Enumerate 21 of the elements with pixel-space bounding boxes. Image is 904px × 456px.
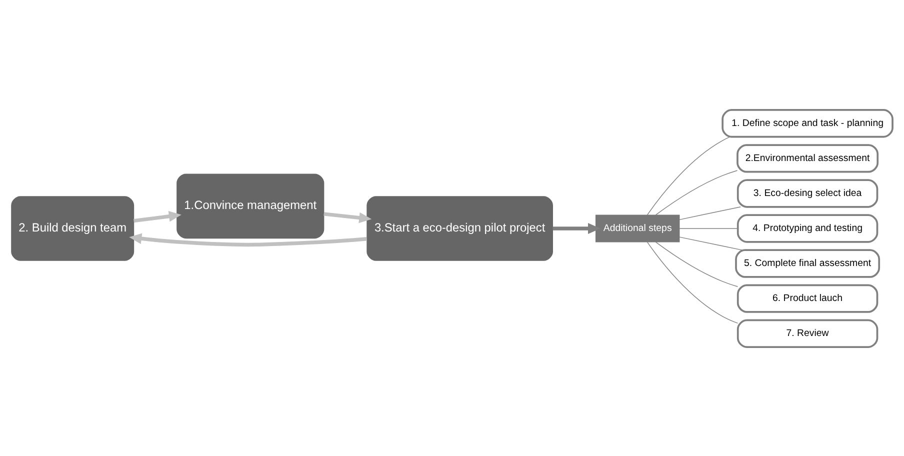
arrow [129, 232, 367, 246]
node-box: 1.Convince management [176, 173, 324, 238]
connector [646, 136, 730, 215]
node-box: 4. Prototyping and testing [736, 214, 878, 242]
node-box: 3.Start a eco-design pilot project [366, 196, 553, 260]
node-box: 6. Product lauch [736, 284, 878, 312]
node-box: 2.Environmental assessment [736, 144, 879, 172]
connector [679, 236, 742, 250]
connector [655, 241, 738, 287]
arrow [552, 222, 600, 234]
connector [655, 170, 738, 215]
node-box: 5. Complete final assessment [735, 248, 880, 278]
connector [646, 241, 738, 324]
arrow [324, 212, 372, 223]
node-box: 1. Define scope and task - planning [722, 108, 894, 138]
node-box: 2. Build design team [11, 196, 134, 260]
node-box: 3. Eco-desing select idea [736, 178, 878, 208]
connector [679, 206, 741, 220]
node-box: 7. Review [736, 318, 878, 348]
arrow [134, 210, 182, 222]
node-box: Additional steps [595, 214, 680, 242]
